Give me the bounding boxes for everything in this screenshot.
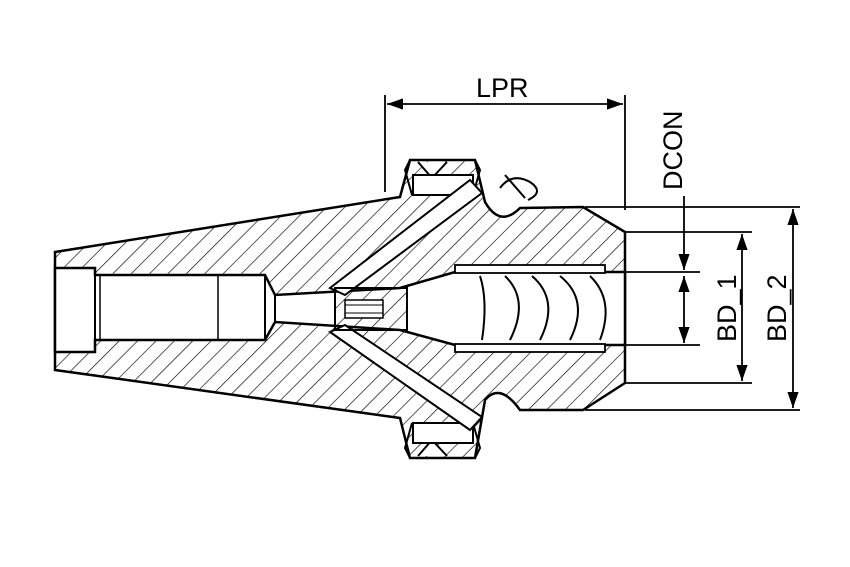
dimension-label-lpr: LPR — [476, 73, 529, 103]
orientation-mark-icon — [499, 174, 538, 201]
adjustment-screw — [334, 287, 408, 331]
collet-springs — [454, 264, 607, 353]
dimension-lpr: LPR — [384, 73, 626, 210]
dimension-bd2: BD_2 — [585, 206, 800, 411]
dimension-label-dcon: DCON — [658, 111, 688, 191]
dimension-dcon: DCON — [625, 111, 700, 346]
dimension-label-bd1: BD_1 — [712, 274, 742, 342]
dimension-bd1: BD_1 — [625, 231, 752, 384]
dimension-label-bd2: BD_2 — [762, 274, 792, 342]
flange-bottom — [403, 422, 482, 459]
